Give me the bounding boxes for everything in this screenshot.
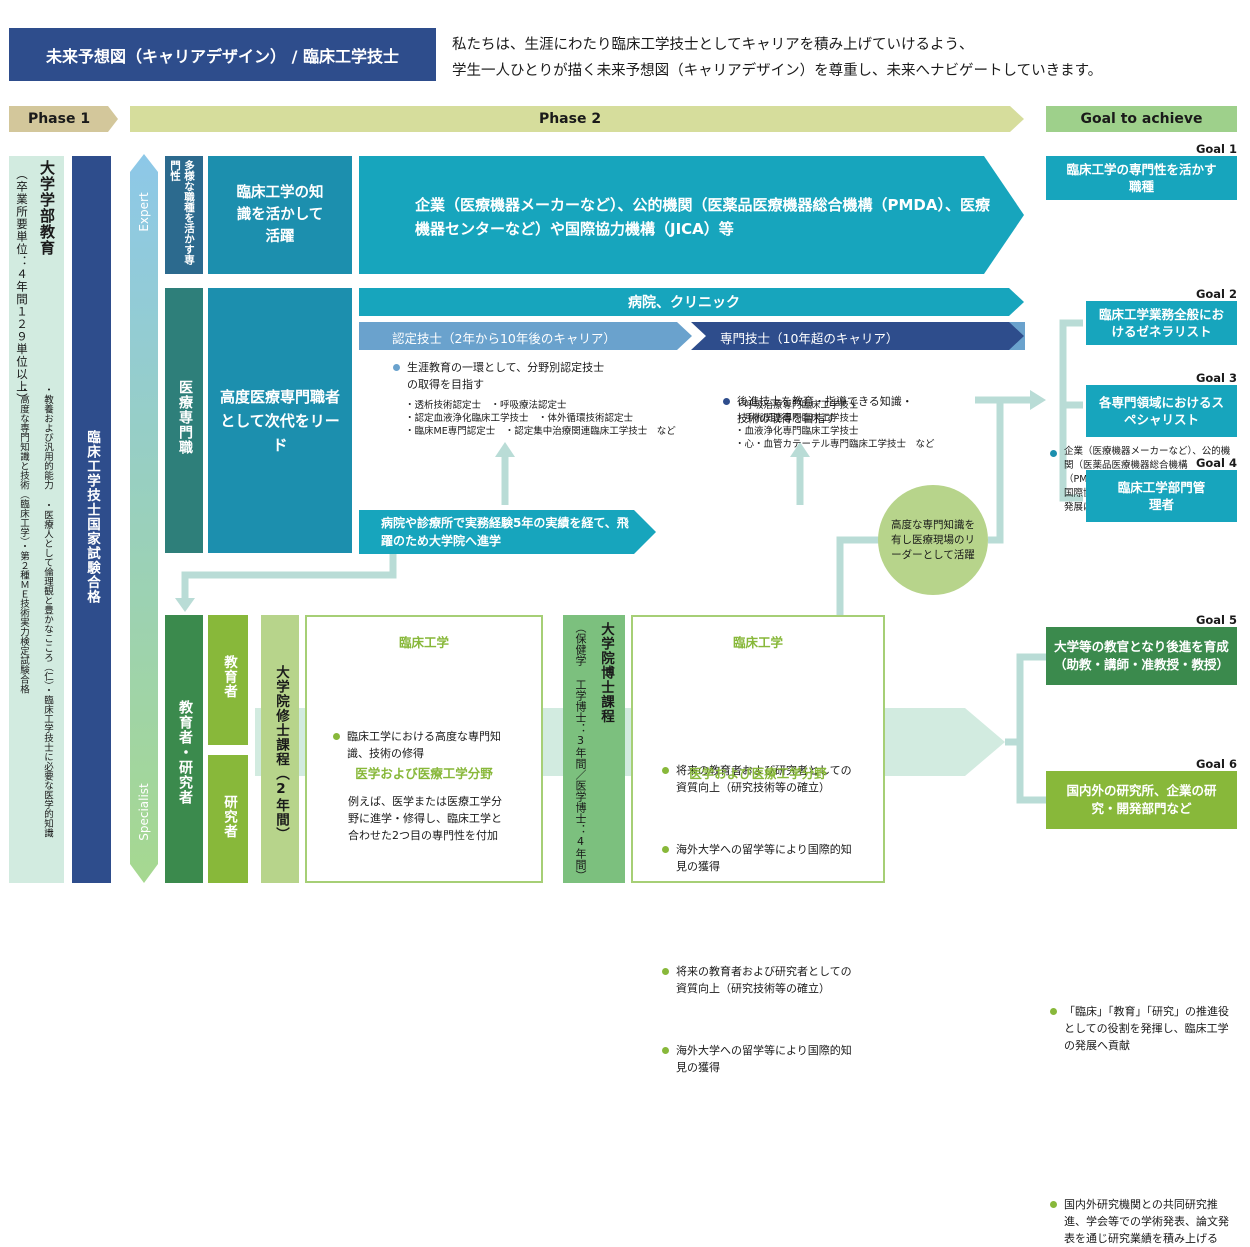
master-bullet-1: 臨床工学における高度な専門知識、技術の修得 [333,728,513,762]
cert-band-text: 認定技士（2年から10年後のキャリア） [392,331,616,346]
cert-item-1: ・透析技術認定士 ・呼吸療法認定士 [405,400,567,411]
cert-lead: 生涯教育の一環として、分野別認定技士の取得を目指す [393,359,608,393]
expert-specialist-axis [130,154,158,883]
hospital-band [359,288,1024,316]
spec-item-1: ・呼吸治療専門臨床工学技士 [735,400,859,411]
educator-box [208,615,248,745]
goal1-box: 臨床工学の専門性を活かす職種 [1046,156,1237,200]
intro-line-1: 私たちは、生涯にわたり臨床工学技士としてキャリアを積み上げていけるよう、 [452,37,974,53]
phase2-label: Phase 2 [538,111,602,127]
doctor-to-circle-line [836,536,893,615]
doctor-sub: （保健学 工学博士：3年間／医学博士：4年間） [574,622,587,881]
doctor-bullet-4: 海外大学への留学等により国際的知見の獲得 [662,1042,862,1076]
goal2-number: Goal 2 [1195,287,1237,301]
row3-tag-text: 教育者・研究者 [177,700,193,805]
master-box [261,615,299,883]
goal4-number: Goal 4 [1195,456,1237,470]
doctor-box [563,615,625,883]
goal4-text: 臨床工学部門管理者 [1117,480,1206,512]
research-to-goal6-line [1016,742,1046,804]
goal-label: Goal to achieve [1080,111,1203,127]
leader-circle: 高度な専門知識を有し医療現場のリーダーとして活躍 [878,485,988,595]
doctor-title: 大学院博士課程 [598,622,614,724]
goal2-box: 臨床工学業務全般におけるゼネラリスト [1086,301,1237,345]
master-para-2: 例えば、医学または医療工学分野に進学・修得し、臨床工学と合わせた2つ目の専門性を… [348,795,502,842]
doctor-bullet-2: 海外大学への留学等により国際的知見の獲得 [662,841,862,875]
row1-arrow [359,156,1024,274]
goal6-desc: 国内外研究機関との共同研究推進、学会等での学術発表、論文発表を通じ研究業績を積み… [1050,1196,1238,1247]
undergrad-sub: （卒業所要単位：４年間１２９単位以上） [15,168,29,406]
goal3-text: 各専門領域におけるスペシャリスト [1098,395,1224,427]
page-title-text: 未来予想図（キャリアデザイン） / 臨床工学技士 [46,46,399,66]
career-band [359,322,1025,350]
doctor-bullet-1: 将来の教育者および研究者としての資質向上（研究技術等の確立） [662,762,862,796]
spec-item-2: ・手術関連専門臨床工学技士 [735,413,859,424]
phase1-label: Phase 1 [27,111,91,127]
doctor-detail-box [631,615,885,883]
spec-item-3: ・血液浄化専門臨床工学技士 [735,426,859,437]
research-to-goal5-line [1005,653,1046,746]
undergrad-title: 大学学部教育 [38,160,56,256]
phase2-bar [130,106,1024,132]
goal3-box: 各専門領域におけるスペシャリスト [1086,385,1237,437]
row2-tag [165,288,203,553]
row1-tag-text: 多様な職種を活かす専門性 [169,160,195,265]
circle-to-goal-line [988,396,1030,544]
master-head-1: 臨床工学 [398,635,449,650]
row2-label: 高度医療専門職者として次代をリード [208,288,352,553]
spec-lead: 後進技士を教育・指導できる知識・技術の取得を目指す [723,393,923,427]
grad-school-arrow-text: 病院や診療所で実務経験5年の実績を経て、飛躍のため大学院へ進学 [381,516,629,548]
goal2-text: 臨床工学業務全般におけるゼネラリスト [1098,307,1224,339]
goal6-text: 国内外の研究所、企業の研究・開発部門など [1066,783,1217,816]
phase1-bar [9,106,118,132]
row1-label: 臨床工学の知識を活かして活躍 [208,156,352,274]
spec-band-text: 専門技士（10年超のキャリア） [720,331,899,346]
goal-bar [1046,106,1237,132]
goal1-text: 臨床工学の専門性を活かす職種 [1066,162,1217,194]
goal-bracket [1059,319,1083,502]
goal6-number: Goal 6 [1195,757,1237,771]
row1-arrow-text: 企業（医療機器メーカーなど）、公的機関（医薬品医療機器総合機構（PMDA）、医療… [415,196,990,238]
row2-label-text: 高度医療専門職者として次代をリード [219,387,340,454]
goal5-box: 大学等の教官となり後進を育成（助教・講師・准教授・教授） [1046,627,1237,685]
row1-label-text: 臨床工学の知識を活かして活躍 [236,185,324,245]
goal6-box: 国内外の研究所、企業の研究・開発部門など [1046,771,1237,829]
doctor-head-1: 臨床工学 [732,635,783,650]
row3-tag [165,615,203,883]
goal1-number: Goal 1 [1195,142,1237,156]
goal4-box: 臨床工学部門管理者 [1086,470,1237,522]
undergrad-box [9,156,64,883]
hospital-band-text: 病院、クリニック [628,295,740,311]
page-title: 未来予想図（キャリアデザイン） / 臨床工学技士 [9,28,436,81]
phase-bars [9,106,1237,132]
row2-tag-text: 医療専門職 [177,380,193,455]
master-detail-box [305,615,543,883]
cert-item-3: ・臨床ME専門認定士 ・認定集中治療関連臨床工学技士 など [405,426,676,437]
spec-item-4: ・心・血管カテーテル専門臨床工学技士 など [735,439,935,450]
goal3-number: Goal 3 [1195,371,1237,385]
master-head-2: 医学および医療工学分野 [355,766,493,781]
researcher-label: 研究者 [221,795,237,839]
leader-circle-text: 高度な専門知識を有し医療現場のリーダーとして活躍 [891,518,975,561]
undergrad-list-a: ・教養および汎用的能力 ・医療人として倫理観と豊かなこころ（仁）・臨床工学技士に… [42,385,53,838]
doctor-head-2: 医学および医療工学分野 [689,766,827,781]
grad-school-arrow [359,510,656,554]
row1-tag [165,156,203,274]
intro-line-2: 学生一人ひとりが描く未来予想図（キャリアデザイン）を尊重し、未来へナビゲートして… [452,63,1103,79]
national-exam-box [72,156,111,883]
cert-item-2: ・認定血液浄化臨床工学技士 ・体外循環技術認定士 [405,413,634,424]
goal5-text: 大学等の教官となり後進を育成（助教・講師・准教授・教授） [1054,639,1230,672]
doctor-bullet-3: 将来の教育者および研究者としての資質向上（研究技術等の確立） [662,963,862,997]
goal5-desc: 「臨床」「教育」「研究」の推進役としての役割を発揮し、臨床工学の発展へ貢献 [1050,1003,1238,1054]
grad-loop-line [181,553,397,598]
master-label: 大学院修士課程（2年間） [273,665,289,842]
national-exam-label: 臨床工学技士国家試験合格 [84,430,100,604]
researcher-box [208,755,248,883]
goal5-number: Goal 5 [1195,613,1237,627]
undergrad-list-b: ・高度な専門知識と技術（臨床工学）・第２種ＭＥ技術実力検定試験合格 [18,385,29,694]
educator-label: 教育者 [221,655,237,699]
